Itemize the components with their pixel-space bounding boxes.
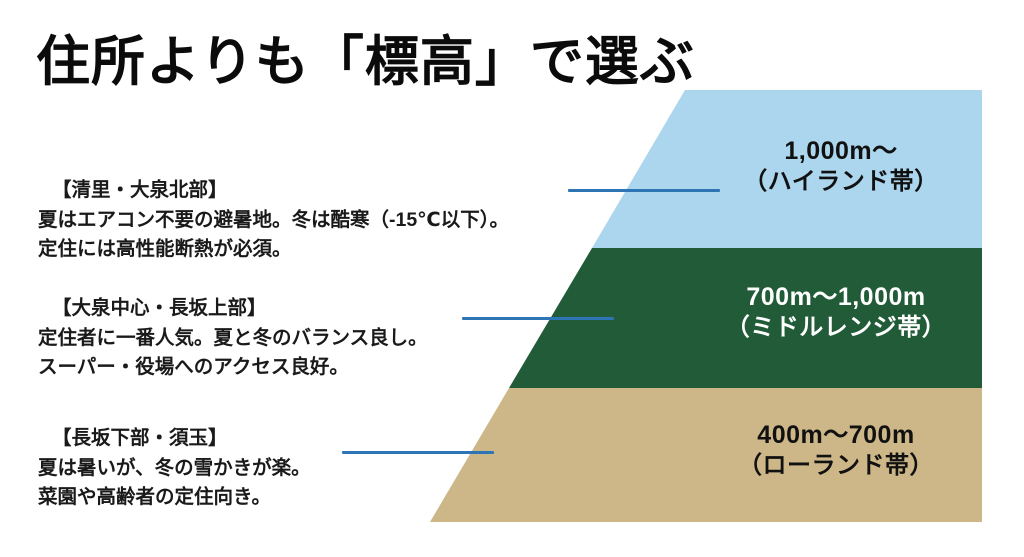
tier-range-lowland: 400m〜700m [757,421,915,449]
connector-line-midrange [462,317,614,320]
description-line-1: 夏はエアコン不要の避暑地。冬は酷寒（-15℃以下）。 [38,208,510,231]
connector-line-lowland [342,451,494,454]
tier-label-midrange: 700m〜1,000m （ミドルレンジ帯） [690,282,982,343]
tier-range-midrange: 700m〜1,000m [746,283,926,311]
description-line-1: 定住者に一番人気。夏と冬のバランス良し。 [38,326,428,349]
description-line-2: 菜園や高齢者の定住向き。 [38,486,272,509]
page-title: 住所よりも「標高」で選ぶ [36,32,695,92]
tier-zone-midrange: （ミドルレンジ帯） [725,314,947,341]
tier-range-highland: 1,000m〜 [784,137,898,165]
tier-label-highland: 1,000m〜 （ハイランド帯） [700,136,982,197]
description-heading: 【長坂下部・須玉】 [52,427,228,449]
description-line-2: スーパー・役場へのアクセス良好。 [38,356,349,379]
description-line-1: 夏は暑いが、冬の雪かきが楽。 [38,456,311,479]
description-heading: 【清里・大泉北部】 [52,179,228,201]
description-line-2: 定住には高性能断熱が必須。 [38,238,292,261]
connector-line-highland [568,189,720,192]
description-block-kiyosato-oizumi-north: 【清里・大泉北部】 夏はエアコン不要の避暑地。冬は酷寒（-15℃以下）。 定住に… [38,176,509,265]
tier-zone-highland: （ハイランド帯） [743,168,939,195]
description-block-oizumi-center-nagasaka-upper: 【大泉中心・長坂上部】 定住者に一番人気。夏と冬のバランス良し。 スーパー・役場… [38,294,428,383]
description-heading: 【大泉中心・長坂上部】 [52,297,267,319]
description-block-nagasaka-lower-sutama: 【長坂下部・須玉】 夏は暑いが、冬の雪かきが楽。 菜園や高齢者の定住向き。 [38,424,311,513]
tier-label-lowland: 400m〜700m （ローランド帯） [690,420,982,481]
tier-zone-lowland: （ローランド帯） [738,452,934,479]
